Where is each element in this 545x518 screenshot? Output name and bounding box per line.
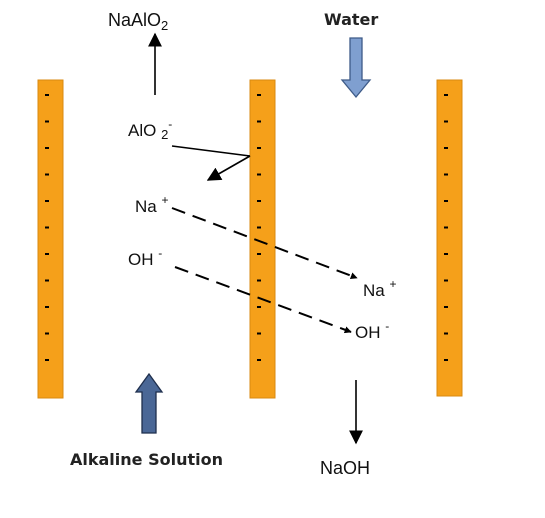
sodium-ion-left-label: Na + bbox=[135, 193, 168, 216]
membrane-left-body bbox=[37, 79, 64, 399]
sodium-transfer-arrow bbox=[171, 207, 358, 280]
water-label: Water bbox=[324, 10, 378, 29]
hydroxide-ion-right-label: OH - bbox=[355, 319, 389, 342]
sodium-ion-right-label: Na + bbox=[363, 277, 396, 300]
membrane-right-body bbox=[436, 79, 463, 397]
membrane-right-charges bbox=[444, 94, 448, 361]
membrane-middle bbox=[249, 79, 276, 399]
alkaline-up-arrow bbox=[134, 372, 164, 434]
naalo2-label: NaAlO2 bbox=[108, 10, 168, 33]
aluminate-line bbox=[171, 145, 251, 157]
membrane-middle-body bbox=[249, 79, 276, 399]
membrane-left bbox=[37, 79, 64, 399]
naoh-label: NaOH bbox=[320, 458, 370, 478]
aluminate-reflect-arrow bbox=[206, 155, 251, 181]
membrane-right bbox=[436, 79, 463, 397]
water-down-arrow bbox=[340, 37, 372, 99]
membrane-middle-charges bbox=[257, 94, 261, 361]
aluminate-ion-label: AlO 2- bbox=[128, 117, 172, 142]
alkaline-solution-label: Alkaline Solution bbox=[70, 450, 223, 469]
hydroxide-transfer-arrow bbox=[174, 266, 352, 334]
hydroxide-ion-left-label: OH - bbox=[128, 246, 162, 269]
membrane-left-charges bbox=[45, 94, 49, 361]
